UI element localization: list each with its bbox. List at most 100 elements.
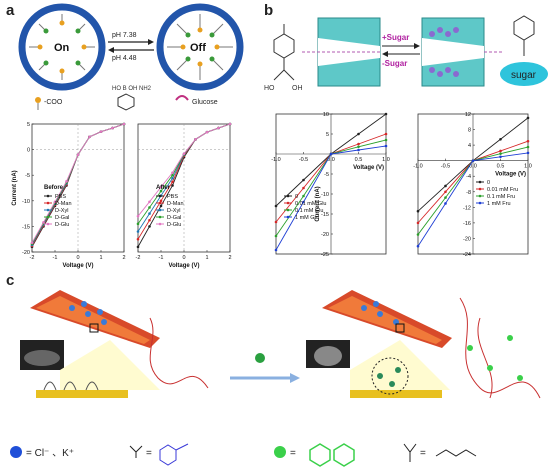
boronic-acid-icon <box>117 93 135 111</box>
data-point <box>357 142 360 146</box>
legend-entry: 0.1 mM Fru <box>487 194 515 200</box>
x-tick-label: -2 <box>136 255 141 261</box>
glucose-clusters-right <box>467 335 523 381</box>
legend-marker <box>158 194 162 198</box>
y-axis-label: Current (nA) <box>315 186 321 221</box>
x-tick-label: -1.0 <box>413 164 422 170</box>
eq-2: = <box>290 448 296 459</box>
coo-legend: -COO <box>44 99 63 106</box>
y-tick-label: -5 <box>324 172 329 178</box>
y-tick-label: -4 <box>466 174 471 180</box>
x-axis-label: Voltage (V) <box>353 165 384 171</box>
data-point <box>159 185 163 189</box>
legend-marker <box>286 201 290 205</box>
data-point <box>171 173 174 177</box>
panel-label-b: b <box>264 2 274 19</box>
branch-icon <box>129 445 143 458</box>
legend-marker <box>158 201 162 205</box>
data-point <box>65 180 68 183</box>
data-point <box>205 130 209 134</box>
data-point <box>384 112 388 116</box>
y-tick-label: -15 <box>321 212 329 218</box>
nanochannel-after <box>421 17 485 87</box>
legend-marker <box>478 187 482 191</box>
x-tick-label: 0 <box>182 255 185 261</box>
green-sphere-icon <box>274 446 286 458</box>
data-point <box>416 244 420 248</box>
legend-marker <box>158 208 162 212</box>
data-point <box>148 218 151 222</box>
substrate-left <box>36 390 128 398</box>
data-point <box>416 233 420 236</box>
nanopore-on-circle <box>18 3 106 91</box>
data-point <box>499 152 502 155</box>
data-point <box>53 200 57 204</box>
data-point <box>148 225 151 228</box>
brush-right <box>371 357 409 395</box>
legend-entry: D-Gal <box>55 215 69 221</box>
glucose-legend: Glucose <box>192 99 218 106</box>
data-point <box>274 220 278 224</box>
data-point <box>274 248 278 252</box>
x-tick-label: -0.5 <box>299 157 308 163</box>
panel-b-schematic: HO OH +Sugar -Sugar sugar <box>264 15 548 92</box>
legend-marker <box>46 194 50 198</box>
data-point <box>499 137 502 141</box>
legend-entry: D-Gal <box>167 215 181 221</box>
panel-label-a: a <box>6 2 15 19</box>
data-point <box>159 199 163 203</box>
x-tick-label: 2 <box>228 255 231 261</box>
y-tick-label: 12 <box>465 112 471 118</box>
data-point <box>171 184 174 187</box>
y-tick-label: -24 <box>463 252 471 258</box>
x-tick-label: 0.5 <box>355 157 363 163</box>
polymer-strand-left <box>149 317 209 389</box>
legend-entry: 0 <box>295 194 298 200</box>
x-tick-label: 1 <box>205 255 208 261</box>
legend-title: Before <box>44 185 64 191</box>
data-point <box>357 132 360 136</box>
process-arrow <box>230 353 300 383</box>
legend-marker <box>286 208 290 212</box>
data-point <box>88 135 91 139</box>
data-point <box>444 184 447 188</box>
legend-entry: D-Glu <box>167 222 181 228</box>
nanopore-off-circle <box>156 3 244 91</box>
legend-entry: D-Xyl <box>167 208 180 214</box>
x-tick-label: 0.5 <box>497 164 505 170</box>
plus-sugar-label: +Sugar <box>382 33 409 42</box>
amide-structure-icon <box>435 449 477 457</box>
x-tick-label: 0.0 <box>469 164 477 170</box>
y-tick-label: 4 <box>468 143 471 149</box>
data-point <box>416 209 420 213</box>
y-axis-label: Current (nA) <box>12 170 18 205</box>
y-tick-label: 5 <box>326 132 329 138</box>
data-point <box>274 234 278 238</box>
legend-entry: PBS <box>55 194 66 200</box>
legend-entry: 0.1 mM Glu <box>295 208 323 214</box>
data-point <box>159 204 163 208</box>
data-point <box>274 204 278 208</box>
legend-title: After <box>156 185 171 191</box>
y-tick-label: 5 <box>27 122 30 128</box>
legend-marker <box>158 222 162 226</box>
legend-marker <box>46 215 50 219</box>
panel-a-schematic: On pH 7.38 pH 4.48 Off -COO HO B OH NH2 … <box>18 3 244 111</box>
legend-marker <box>46 208 50 212</box>
boronic-label: HO B OH NH2 <box>112 86 152 92</box>
y-tick-label: -20 <box>321 232 329 238</box>
ho-label-left: HO <box>264 85 275 92</box>
data-point <box>159 189 163 193</box>
data-point <box>526 116 530 120</box>
on-label: On <box>54 42 70 54</box>
y-tick-label: -25 <box>321 252 329 258</box>
data-point <box>444 202 447 205</box>
data-point <box>76 153 80 157</box>
data-point <box>30 241 34 245</box>
ph-arrows <box>108 39 154 53</box>
y-tick-label: -10 <box>321 192 329 198</box>
eq-1: = <box>146 448 152 459</box>
ph-top-label: pH 7.38 <box>112 32 137 39</box>
polymer-network-right <box>459 297 541 399</box>
